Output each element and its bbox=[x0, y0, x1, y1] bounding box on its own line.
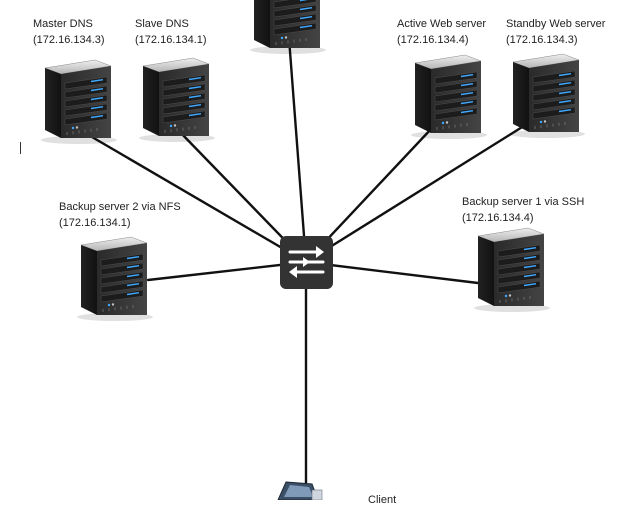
link-standby-web bbox=[304, 122, 529, 264]
backup-nfs-name: Backup server 2 via NFS bbox=[59, 201, 181, 213]
client-name: Client bbox=[368, 494, 397, 506]
backup-ssh-label: Backup server 1 via SSH (172.16.134.4) bbox=[462, 194, 584, 226]
link-top-server bbox=[286, 23, 308, 264]
slave-dns-server-icon bbox=[139, 57, 215, 142]
backup-nfs-ip: (172.16.134.1) bbox=[59, 217, 131, 229]
slave-dns-label: Slave DNS (172.16.134.1) bbox=[135, 16, 207, 48]
active-web-name: Active Web server bbox=[397, 18, 487, 30]
client-label: Client bbox=[368, 492, 396, 508]
master-dns-ip: (172.16.134.3) bbox=[33, 34, 105, 46]
active-web-label: Active Web server (172.16.134.4) bbox=[397, 16, 486, 48]
standby-web-ip: (172.16.134.3) bbox=[506, 34, 578, 46]
backup-ssh-server-icon bbox=[474, 227, 550, 312]
backup-ssh-ip: (172.16.134.4) bbox=[462, 212, 534, 224]
active-web-ip: (172.16.134.4) bbox=[397, 34, 469, 46]
link-backup-nfs bbox=[146, 260, 308, 282]
top-server-server-icon bbox=[250, 0, 326, 54]
text-cursor bbox=[20, 142, 21, 154]
master-dns-name: Master DNS bbox=[33, 18, 93, 30]
switch-icon bbox=[280, 236, 333, 289]
master-dns-server-icon bbox=[41, 59, 117, 144]
link-backup-ssh bbox=[304, 260, 480, 285]
standby-web-name: Standby Web server bbox=[506, 18, 606, 30]
standby-web-server-icon bbox=[509, 53, 585, 138]
devices bbox=[41, 0, 585, 500]
backup-nfs-server-icon bbox=[77, 236, 153, 321]
active-web-server-icon bbox=[411, 54, 487, 139]
master-dns-label: Master DNS (172.16.134.3) bbox=[33, 16, 105, 48]
slave-dns-ip: (172.16.134.1) bbox=[135, 34, 207, 46]
backup-ssh-name: Backup server 1 via SSH bbox=[462, 196, 585, 208]
standby-web-label: Standby Web server (172.16.134.3) bbox=[506, 16, 605, 48]
slave-dns-name: Slave DNS bbox=[135, 18, 189, 30]
client-computer-icon bbox=[277, 481, 323, 500]
link-master-dns bbox=[78, 128, 308, 264]
backup-nfs-label: Backup server 2 via NFS (172.16.134.1) bbox=[59, 199, 181, 231]
